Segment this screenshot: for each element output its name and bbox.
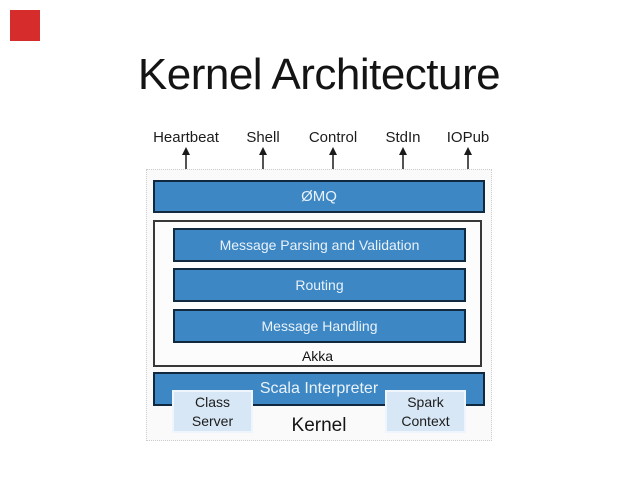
slide-accent-marker (10, 10, 40, 41)
akka-label: Akka (301, 348, 334, 364)
channel-label-control: Control (308, 129, 358, 146)
spark-context-box: Spark Context (385, 390, 466, 433)
layer-message-handling-label: Message Handling (261, 318, 378, 334)
layer-message-parsing-bar: Message Parsing and Validation (173, 228, 466, 262)
layer-message-handling-bar: Message Handling (173, 309, 466, 343)
channel-label-shell: Shell (246, 129, 280, 146)
spark-context-label-line2: Context (401, 412, 450, 429)
channel-label-iopub: IOPub (446, 129, 490, 146)
class-server-label-line1: Class (194, 394, 230, 411)
scala-interpreter-label: Scala Interpreter (259, 380, 379, 397)
class-server-box: Class Server (172, 390, 253, 433)
class-server-label-line2: Server (191, 412, 234, 429)
layer-message-parsing-label: Message Parsing and Validation (219, 237, 420, 253)
zmq-bar-label: ØMQ (301, 188, 337, 205)
layer-routing-label: Routing (295, 277, 344, 293)
channel-label-stdin: StdIn (385, 129, 421, 146)
layer-routing-bar: Routing (173, 268, 466, 302)
kernel-label: Kernel (291, 415, 347, 436)
zmq-bar: ØMQ (153, 180, 485, 213)
channel-label-heartbeat: Heartbeat (153, 129, 219, 146)
slide-title: Kernel Architecture (137, 50, 501, 99)
akka-container: Message Parsing and Validation Routing M… (153, 220, 482, 367)
spark-context-label-line1: Spark (407, 394, 444, 411)
